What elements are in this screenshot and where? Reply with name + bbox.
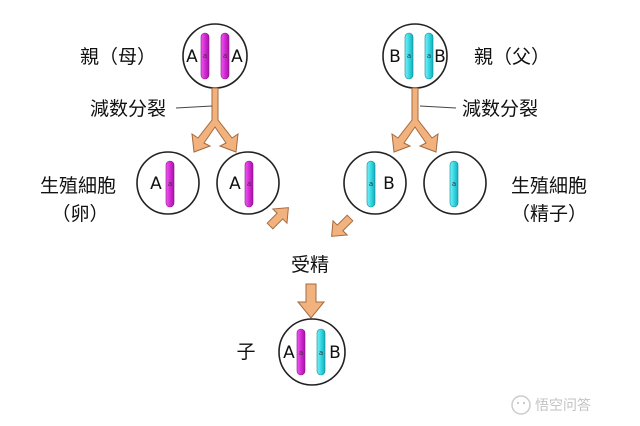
label-meiosis-right: 減数分裂 [462, 98, 538, 120]
gene-label: A [186, 47, 198, 67]
paternal-chromosome [316, 328, 326, 376]
watermark-text: 悟空问答 [535, 397, 591, 414]
meiosis-split-arrow-left [191, 87, 239, 153]
gene-label: A [150, 174, 162, 194]
gene-label: B [383, 174, 395, 194]
maternal-chromosome [296, 328, 306, 376]
locus-mark: a [168, 180, 172, 188]
maternal-chromosome [165, 160, 175, 208]
locus-mark: a [407, 52, 411, 60]
watermark: 悟空问答 [511, 395, 591, 415]
locus-mark: a [203, 52, 207, 60]
maternal-chromosome [200, 32, 210, 80]
label-parent-father: 親（父） [474, 46, 550, 68]
locus-mark: a [369, 180, 373, 188]
label-parent-mother: 親（母） [80, 46, 156, 68]
fertilization-arrow-left [266, 207, 289, 230]
maternal-chromosome [220, 32, 230, 80]
gene-label: A [231, 47, 243, 67]
fertilization-arrow-right [331, 214, 354, 237]
father-cell: a a B B [382, 23, 448, 89]
locus-mark: a [319, 349, 323, 357]
gene-label: B [389, 47, 401, 67]
paternal-chromosome [424, 32, 434, 80]
mother-cell: a a A A [182, 23, 248, 89]
locus-mark: a [427, 52, 431, 60]
pointer-line [419, 105, 457, 109]
pointer-line [175, 105, 213, 109]
paternal-chromosome [404, 32, 414, 80]
locus-mark: a [452, 180, 456, 188]
egg-cell-2: a A [216, 151, 280, 215]
label-egg: （卵） [51, 203, 108, 225]
fertilization-down-arrow [296, 283, 326, 319]
child-cell: a a A B [278, 318, 346, 386]
gene-label: B [434, 47, 446, 67]
label-fertilization: 受精 [291, 254, 329, 276]
label-child: 子 [236, 341, 255, 363]
gene-label: A [229, 174, 241, 194]
meiosis-split-arrow-right [391, 87, 439, 153]
label-sperm: （精子） [511, 203, 587, 225]
gene-label: B [329, 343, 341, 363]
sperm-cell-2: a [423, 151, 487, 215]
label-gamete-sperm: 生殖細胞 [511, 175, 587, 197]
paternal-chromosome [449, 160, 459, 208]
gene-label: A [283, 343, 295, 363]
label-gamete-egg: 生殖細胞 [40, 175, 116, 197]
egg-cell-1: a A [136, 151, 200, 215]
maternal-chromosome [244, 160, 254, 208]
locus-mark: a [247, 180, 251, 188]
watermark-icon [511, 395, 531, 415]
label-meiosis-left: 減数分裂 [90, 98, 166, 120]
sperm-cell-1: a B [343, 151, 407, 215]
locus-mark: a [223, 52, 227, 60]
paternal-chromosome [366, 160, 376, 208]
locus-mark: a [299, 349, 303, 357]
